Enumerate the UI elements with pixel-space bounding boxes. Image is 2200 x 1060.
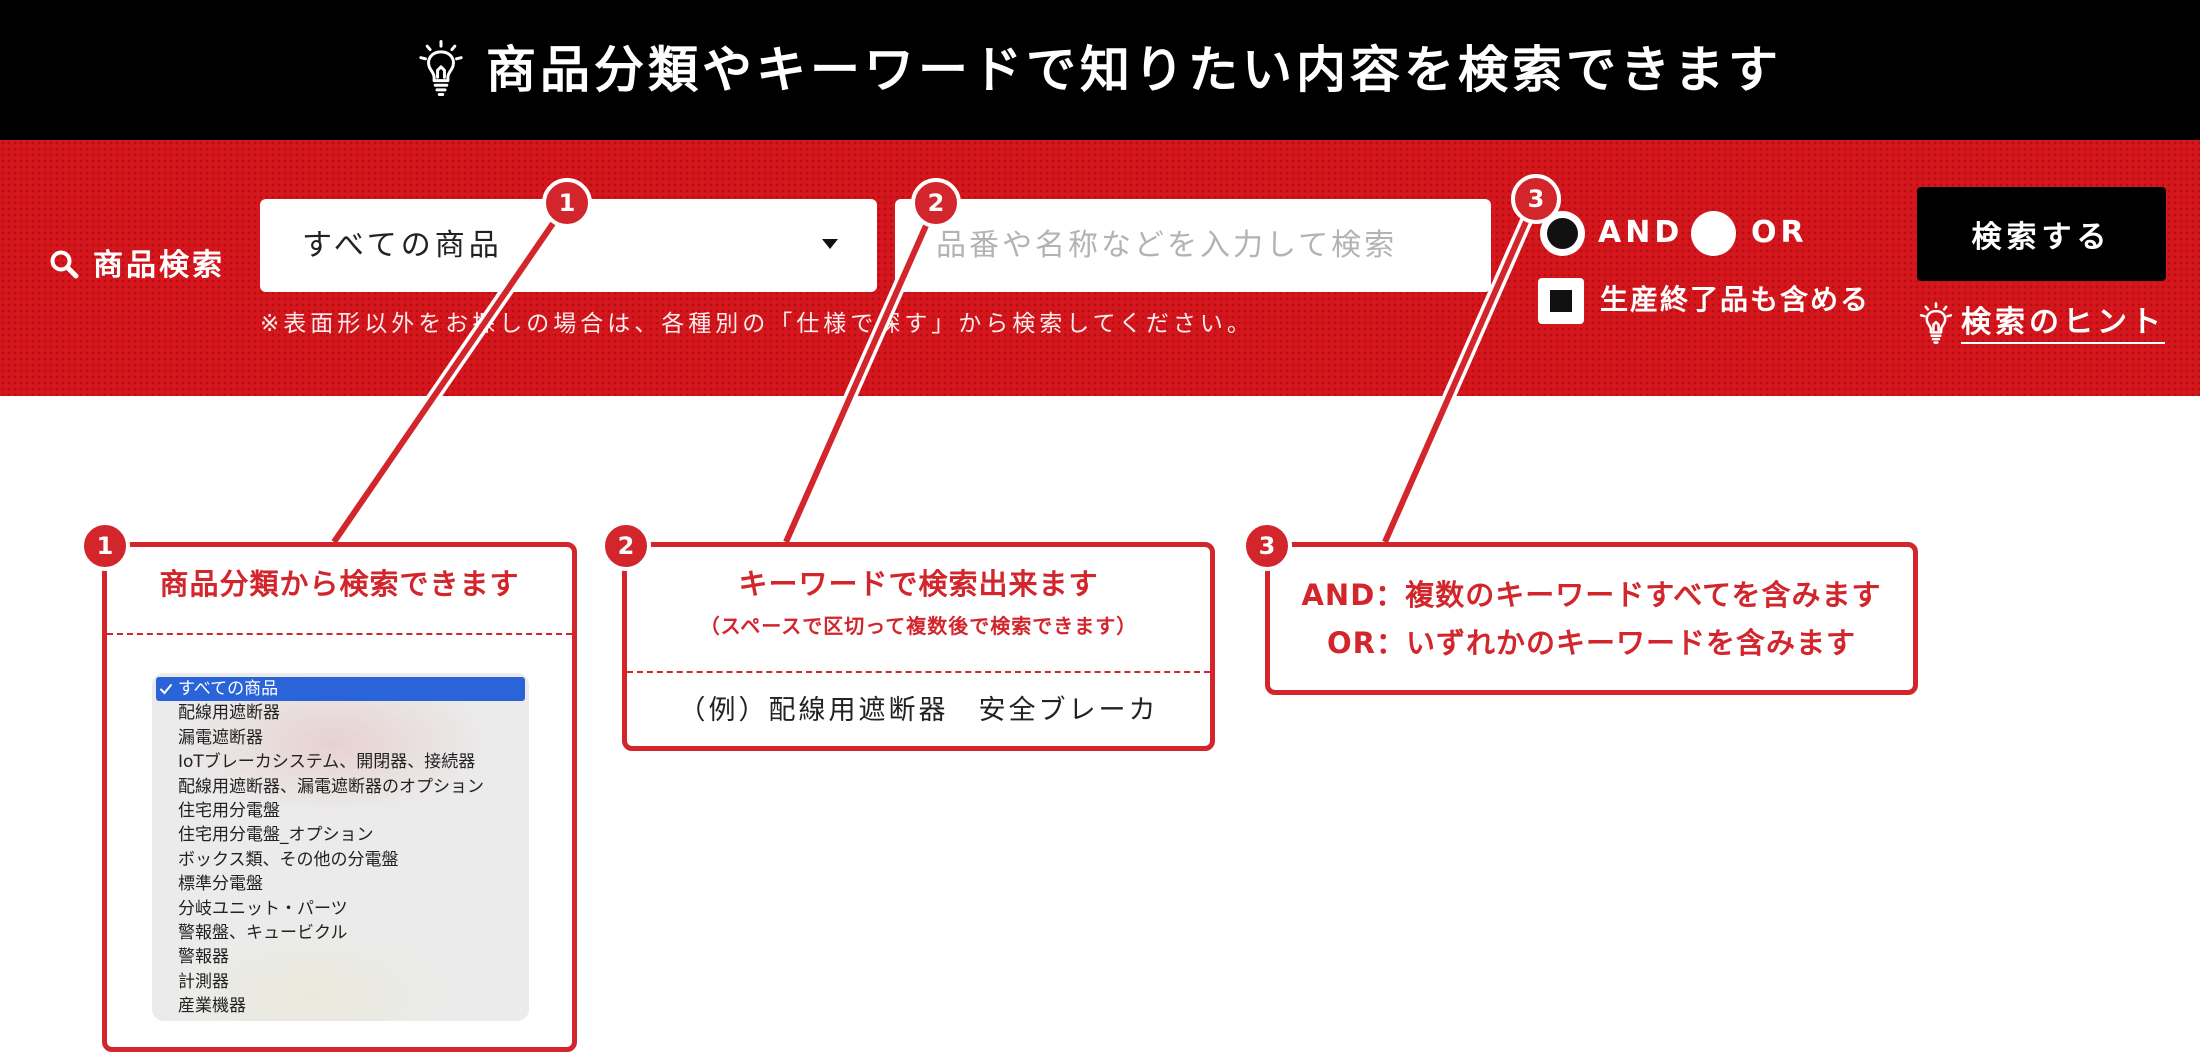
dropdown-option-label: 住宅用分電盤: [178, 800, 280, 821]
lightbulb-icon: [418, 39, 464, 101]
dropdown-option-label: 配線用遮断器: [178, 703, 280, 724]
callout-title: 商品分類から検索できます: [159, 567, 520, 601]
callout-title: キーワードで検索出来ます: [738, 567, 1099, 601]
callout-and-or: AND：複数のキーワードすべてを含みます OR：いずれかのキーワードを含みます: [1265, 542, 1918, 695]
marker-3: 3: [1511, 174, 1561, 224]
and-explanation: AND：複数のキーワードすべてを含みます: [1301, 578, 1882, 612]
search-note: ※表面形以外をお探しの場合は、各種別の「仕様で探す」から検索してください。: [260, 311, 1254, 337]
page-title: 商品分類やキーワードで知りたい内容を検索できます: [486, 41, 1782, 99]
keyword-search-input[interactable]: [895, 199, 1491, 292]
dropdown-option[interactable]: 住宅用分電盤: [156, 799, 525, 823]
dropdown-option[interactable]: すべての商品: [156, 677, 525, 702]
search-hint-link[interactable]: 検索のヒント: [1919, 300, 2165, 348]
dropdown-option-label: ボックス類、その他の分電盤: [178, 849, 399, 870]
dropdown-option-label: 分岐ユニット・パーツ: [178, 898, 348, 919]
dropdown-options: すべての商品 配線用遮断器 漏電遮断器 IoTブレーカシステム、開閉器、接続器 …: [156, 677, 525, 1018]
dropdown-option-label: 標準分電盤: [178, 874, 263, 895]
marker-2: 2: [911, 178, 961, 228]
callout-category: 商品分類から検索できます すべての商品 配線用遮断器 漏電遮断器 IoTブレーカ…: [102, 542, 577, 1052]
callout-subtitle: （スペースで区切って複数後で検索できます）: [699, 614, 1138, 638]
callout-marker-1: 1: [80, 521, 130, 571]
dropdown-option-label: IoTブレーカシステム、開閉器、接続器: [178, 752, 476, 773]
dropdown-option[interactable]: 産業機器: [156, 994, 525, 1018]
dropdown-option[interactable]: 分岐ユニット・パーツ: [156, 897, 525, 921]
page-header: 商品分類やキーワードで知りたい内容を検索できます: [0, 0, 2200, 140]
dropdown-option[interactable]: 配線用遮断器、漏電遮断器のオプション: [156, 775, 525, 799]
callout-marker-3: 3: [1242, 521, 1292, 571]
callout-marker-2: 2: [601, 521, 651, 571]
include-discontinued-checkbox[interactable]: [1538, 278, 1584, 324]
dropdown-option[interactable]: 警報器: [156, 945, 525, 969]
dropdown-option-label: 警報器: [178, 947, 229, 968]
search-label: 商品検索: [93, 248, 225, 283]
dropdown-option-label: 警報盤、キュービクル: [178, 922, 348, 943]
dropdown-option[interactable]: 配線用遮断器: [156, 701, 525, 725]
search-submit-button[interactable]: 検索する: [1917, 187, 2166, 281]
dashed-divider: [107, 633, 572, 635]
keyword-example: （例）配線用遮断器 安全ブレーカ: [678, 695, 1159, 726]
dashed-divider: [627, 671, 1210, 673]
search-label-group: 商品検索: [49, 246, 225, 286]
lightbulb-icon: [1919, 300, 1953, 350]
dropdown-option[interactable]: 警報盤、キュービクル: [156, 921, 525, 945]
radio-and-label[interactable]: AND: [1598, 215, 1684, 250]
or-explanation: OR：いずれかのキーワードを含みます: [1327, 626, 1856, 660]
product-search-bar: 商品検索 すべての商品 ※表面形以外をお探しの場合は、各種別の「仕様で探す」から…: [0, 140, 2200, 396]
dropdown-option[interactable]: 計測器: [156, 970, 525, 994]
include-discontinued-label[interactable]: 生産終了品も含める: [1600, 283, 1871, 316]
callout-keyword: キーワードで検索出来ます （スペースで区切って複数後で検索できます） （例）配線…: [622, 542, 1215, 751]
search-hint-label[interactable]: 検索のヒント: [1961, 304, 2165, 344]
category-dropdown-list: すべての商品 配線用遮断器 漏電遮断器 IoTブレーカシステム、開閉器、接続器 …: [152, 673, 529, 1021]
checkbox-mark: [1550, 290, 1572, 312]
radio-selected-dot: [1547, 218, 1578, 249]
dropdown-option-label: 漏電遮断器: [178, 727, 263, 748]
marker-1: 1: [542, 178, 592, 228]
dropdown-option-label: 計測器: [178, 971, 229, 992]
dropdown-option-label: 産業機器: [178, 996, 246, 1017]
dropdown-option-label: 住宅用分電盤_オプション: [178, 825, 374, 846]
radio-or[interactable]: [1691, 211, 1736, 256]
dropdown-option[interactable]: ボックス類、その他の分電盤: [156, 848, 525, 872]
radio-or-label[interactable]: OR: [1751, 215, 1808, 250]
checkmark-icon: [160, 684, 172, 695]
dropdown-option-label: すべての商品: [178, 679, 279, 699]
dropdown-option[interactable]: 漏電遮断器: [156, 726, 525, 750]
dropdown-option[interactable]: IoTブレーカシステム、開閉器、接続器: [156, 750, 525, 774]
search-icon: [49, 249, 79, 283]
dropdown-option[interactable]: 標準分電盤: [156, 872, 525, 896]
dropdown-option-label: 配線用遮断器、漏電遮断器のオプション: [178, 776, 484, 797]
caret-down-icon: [822, 239, 838, 249]
dropdown-option[interactable]: 住宅用分電盤_オプション: [156, 823, 525, 847]
